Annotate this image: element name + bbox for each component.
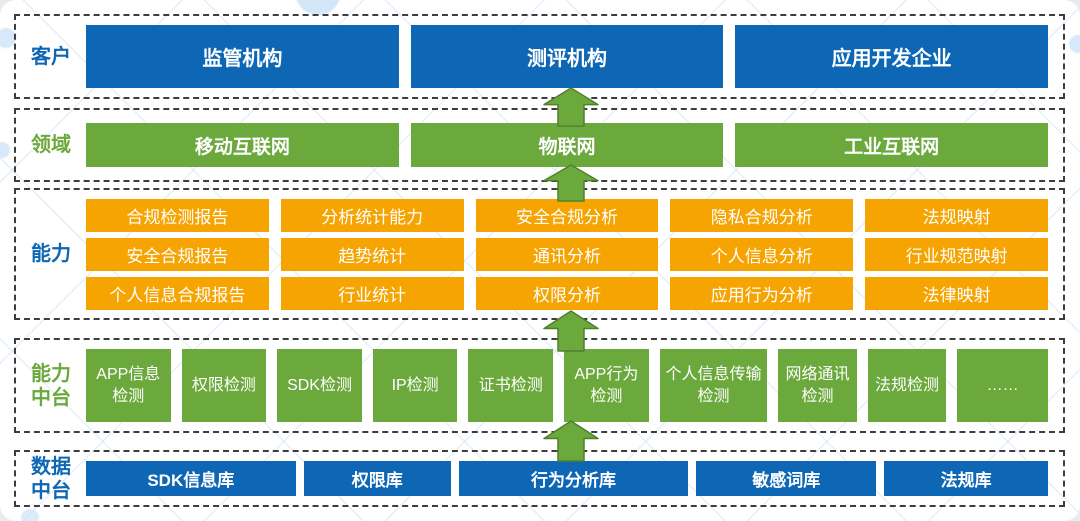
capability-box: 权限分析 <box>475 276 659 310</box>
db-box-behavior-analysis: 行为分析库 <box>458 461 689 496</box>
capability-box: 安全合规分析 <box>475 198 659 232</box>
layer-capability: 能力 合规检测报告 分析统计能力 安全合规分析 隐私合规分析 法规映射 安全合规… <box>14 188 1065 320</box>
capability-box: 隐私合规分析 <box>670 198 854 232</box>
data-platform-boxes: SDK信息库 权限库 行为分析库 敏感词库 法规库 <box>86 461 1048 496</box>
capability-row-2: 安全合规报告 趋势统计 通讯分析 个人信息分析 行业规范映射 <box>86 237 1048 271</box>
layer-domain: 领域 移动互联网 物联网 工业互联网 <box>14 108 1065 182</box>
capability-box: 行业规范映射 <box>865 237 1048 271</box>
layer-customer: 客户 监管机构 测评机构 应用开发企业 <box>14 14 1065 99</box>
capability-box: 个人信息合规报告 <box>86 276 269 310</box>
up-arrow-domain-to-customer-icon <box>543 87 599 127</box>
customer-box-app-developer: 应用开发企业 <box>735 25 1049 88</box>
capability-platform-boxes: APP信息检测 权限检测 SDK检测 IP检测 证书检测 APP行为检测 个人信… <box>86 349 1048 422</box>
detect-box-certificate: 证书检测 <box>468 349 554 422</box>
layer-label-domain-text: 领域 <box>31 134 71 156</box>
layer-label-capability-platform-text: 能力中台 <box>31 362 71 409</box>
capability-box: 趋势统计 <box>280 237 464 271</box>
domain-box-iot: 物联网 <box>410 123 724 167</box>
detect-box-ellipsis: …… <box>957 349 1048 422</box>
capability-row-1: 合规检测报告 分析统计能力 安全合规分析 隐私合规分析 法规映射 <box>86 198 1048 232</box>
detect-box-regulation: 法规检测 <box>867 349 947 422</box>
detect-box-sdk: SDK检测 <box>277 349 362 422</box>
db-box-sensitive-words: 敏感词库 <box>696 461 877 496</box>
capability-box: 法律映射 <box>865 276 1048 310</box>
customer-boxes: 监管机构 测评机构 应用开发企业 <box>86 25 1049 88</box>
detect-box-app-behavior: APP行为检测 <box>564 349 649 422</box>
capability-box: 个人信息分析 <box>670 237 854 271</box>
db-box-regulation: 法规库 <box>884 461 1048 496</box>
layer-label-customer-text: 客户 <box>31 45 71 68</box>
customer-box-regulator: 监管机构 <box>86 25 399 88</box>
detect-box-personal-info-transfer: 个人信息传输检测 <box>659 349 768 422</box>
domain-box-industrial-internet: 工业互联网 <box>735 123 1049 167</box>
capability-box: 分析统计能力 <box>280 198 464 232</box>
domain-boxes: 移动互联网 物联网 工业互联网 <box>86 123 1049 167</box>
layer-label-capability-platform: 能力中台 <box>16 362 86 410</box>
layer-label-domain: 领域 <box>16 133 86 157</box>
up-arrow-data-to-platform-icon <box>543 420 599 462</box>
capability-row-3: 个人信息合规报告 行业统计 权限分析 应用行为分析 法律映射 <box>86 276 1048 310</box>
capability-box: 合规检测报告 <box>86 198 269 232</box>
layer-label-data-platform: 数据中台 <box>16 455 86 503</box>
db-box-sdk-info: SDK信息库 <box>86 461 296 496</box>
domain-box-mobile-internet: 移动互联网 <box>86 123 399 167</box>
layer-label-customer: 客户 <box>16 45 86 69</box>
layer-label-capability: 能力 <box>16 242 86 266</box>
customer-box-evaluator: 测评机构 <box>410 25 724 88</box>
capability-box: 应用行为分析 <box>670 276 854 310</box>
layer-label-capability-text: 能力 <box>31 243 71 265</box>
detect-box-app-info: APP信息检测 <box>86 349 171 422</box>
layer-label-data-platform-text: 数据中台 <box>31 455 71 502</box>
capability-box: 行业统计 <box>280 276 464 310</box>
capability-box: 法规映射 <box>865 198 1048 232</box>
detect-box-ip: IP检测 <box>372 349 458 422</box>
up-arrow-capability-to-domain-icon <box>543 164 599 202</box>
up-arrow-platform-to-capability-icon <box>543 310 599 352</box>
detect-box-permission: 权限检测 <box>181 349 267 422</box>
layer-capability-platform: 能力中台 APP信息检测 权限检测 SDK检测 IP检测 证书检测 APP行为检… <box>14 338 1065 433</box>
capability-box: 安全合规报告 <box>86 237 269 271</box>
layer-data-platform: 数据中台 SDK信息库 权限库 行为分析库 敏感词库 法规库 <box>14 450 1065 507</box>
detect-box-network-comm: 网络通讯检测 <box>778 349 857 422</box>
capability-grid: 合规检测报告 分析统计能力 安全合规分析 隐私合规分析 法规映射 安全合规报告 … <box>86 198 1048 310</box>
db-box-permission: 权限库 <box>303 461 451 496</box>
capability-box: 通讯分析 <box>475 237 659 271</box>
